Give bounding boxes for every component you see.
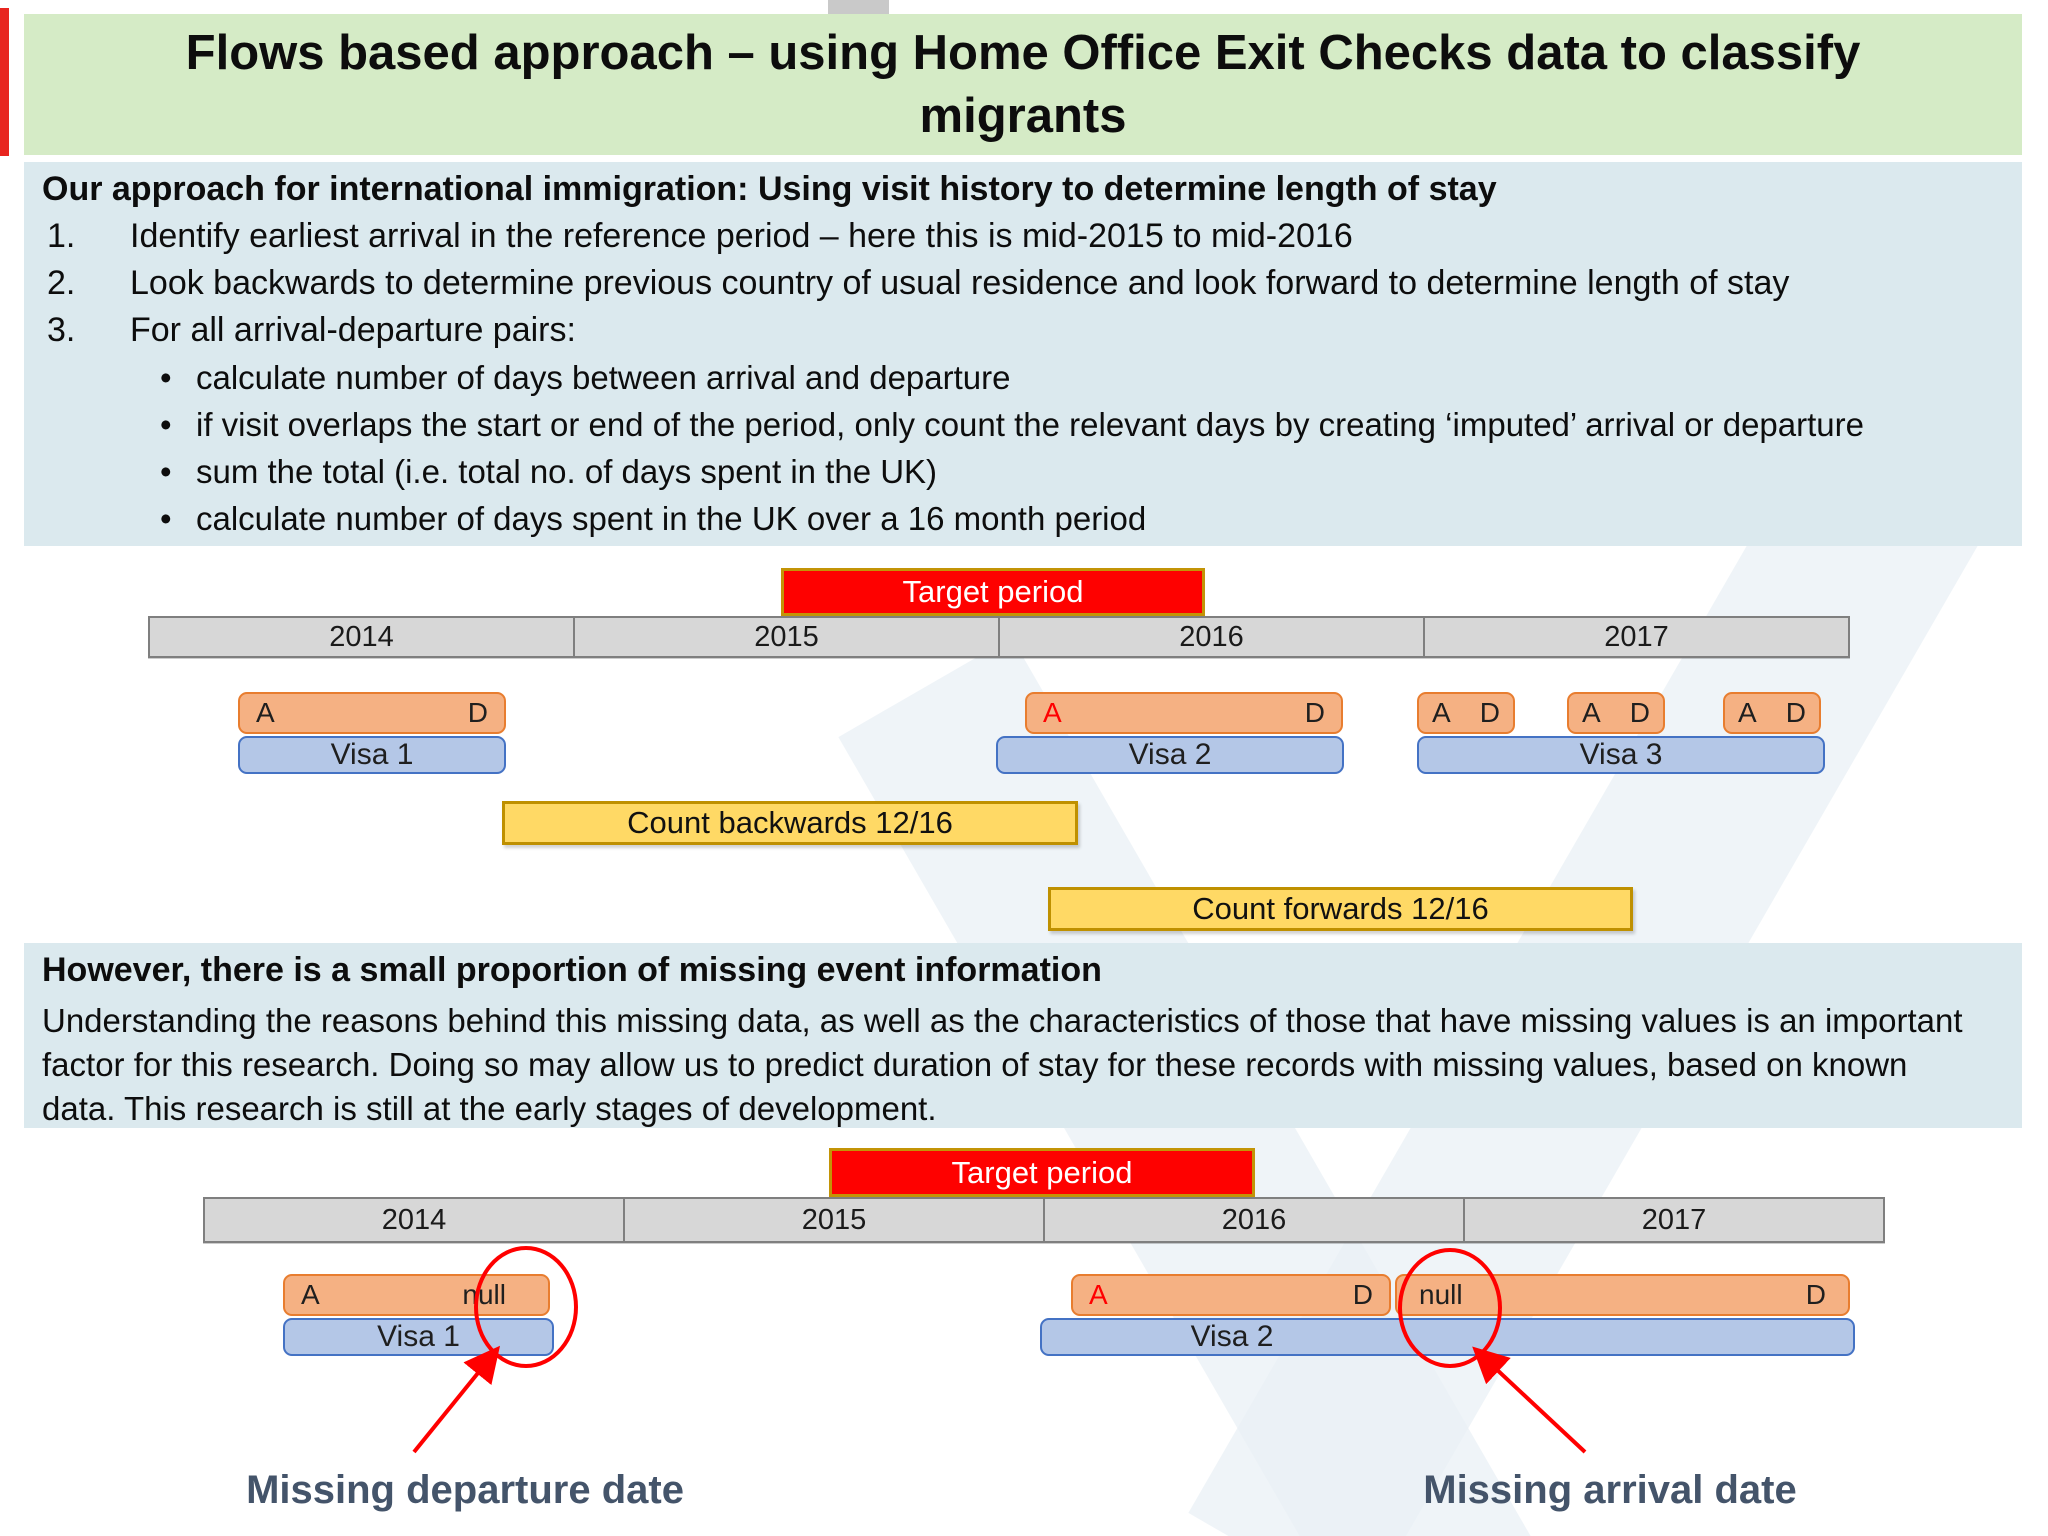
arrival-label: A [1043,697,1062,728]
arrival-label: A [1738,697,1757,728]
year-band-2: 2014 2015 2016 2017 [203,1197,1885,1243]
approach-panel: Our approach for international immigrati… [24,162,2022,546]
arrival-label: A [301,1279,320,1310]
year-cell: 2017 [1463,1199,1883,1241]
year-cell: 2014 [329,620,394,653]
departure-label: D [1785,697,1806,728]
year-cell: 2015 [623,1199,1043,1241]
visa-label: Visa 2 [1128,738,1212,771]
visa1-arrival-departure-bar: A D [238,692,506,734]
departure-label: D [467,697,488,728]
count-forwards-box: Count forwards 12/16 [1048,887,1633,931]
visa3-segment-bar: A D [1723,692,1821,734]
missing-heading: However, there is a small proportion of … [42,951,1102,989]
year-cell: 2017 [1423,618,1848,656]
arrival-label: A [1089,1279,1108,1310]
missing-info-panel: However, there is a small proportion of … [24,943,2022,1128]
bullet-text: calculate number of days between arrival… [196,359,1011,396]
missing-arrival-label: Missing arrival date [1423,1468,1797,1512]
visa2-arrival-departure-bar: A D [1025,692,1343,734]
count-backwards-box: Count backwards 12/16 [502,801,1078,845]
bullet-text: if visit overlaps the start or end of th… [196,406,1864,443]
year-cell: 2014 [381,1203,447,1236]
visa3-segment-bar: A D [1417,692,1515,734]
missing-arrival-circle [1398,1248,1502,1368]
missing-departure-arrow [412,1345,501,1454]
target-period-label: Target period [951,1154,1133,1190]
target-period-box-2: Target period [829,1148,1255,1197]
step-number: 2. [47,264,76,302]
approach-heading: Our approach for international immigrati… [42,170,1497,208]
missing-departure-circle [474,1246,578,1368]
target-period-label: Target period [902,574,1084,609]
departure-label: D [1805,1279,1826,1310]
visa-label: Visa 2 [1190,1320,1274,1353]
title-banner: Flows based approach – using Home Office… [24,14,2022,155]
step-text: Identify earliest arrival in the referen… [130,217,1353,255]
visa3-bar: Visa 3 [1417,736,1825,774]
visa1-bar: Visa 1 [238,736,506,774]
missing-departure-label: Missing departure date [246,1468,684,1512]
arrival-label: A [1432,697,1451,728]
bullet-text: sum the total (i.e. total no. of days sp… [196,453,938,490]
departure-label: D [1629,697,1650,728]
bullet-dot [160,500,172,538]
visa2-arrival-departure-bar: A D [1071,1274,1391,1316]
arrival-label: A [256,697,275,728]
target-period-box-1: Target period [781,568,1205,616]
missing-paragraph: Understanding the reasons behind this mi… [42,1002,1963,1127]
count-forwards-label: Count forwards 12/16 [1192,891,1489,926]
bullet-dot [160,359,172,397]
arrival-label: A [1582,697,1601,728]
visa-label: Visa 1 [330,738,414,771]
top-center-notch [828,0,889,15]
year-cell: 2016 [1043,1199,1463,1241]
step-text: For all arrival-departure pairs: [130,311,576,349]
year-cell: 2016 [998,618,1423,656]
bullet-dot [160,406,172,444]
departure-label: D [1304,697,1325,728]
departure-label: D [1352,1279,1373,1310]
left-edge-red-mark [0,8,9,156]
year-cell: 2015 [573,618,998,656]
page-title: Flows based approach – using Home Office… [185,25,1861,143]
visa3-segment-bar: A D [1567,692,1665,734]
bullet-dot [160,453,172,491]
bullet-text: calculate number of days spent in the UK… [196,500,1147,537]
year-band-1: 2014 2015 2016 2017 [148,616,1850,658]
visa2-bar: Visa 2 [996,736,1344,774]
step-number: 3. [47,311,76,349]
step-number: 1. [47,217,76,255]
step-text: Look backwards to determine previous cou… [130,264,1790,302]
visa-label: Visa 1 [377,1320,460,1353]
visa-label: Visa 3 [1579,738,1663,771]
count-backwards-label: Count backwards 12/16 [627,805,953,840]
departure-label: D [1479,697,1500,728]
